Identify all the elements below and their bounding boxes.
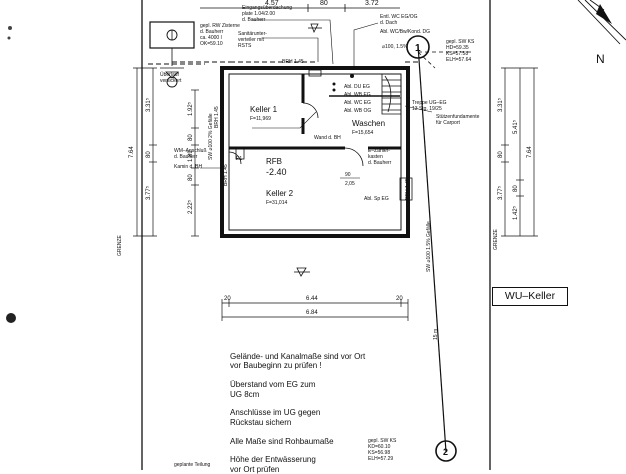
note-line (230, 399, 365, 408)
brh-right: BRH 1.45 (405, 178, 411, 200)
north-label: N (596, 52, 605, 66)
right-dim-seg-2: 80 (498, 151, 504, 158)
inner-dim-4: 80 (188, 174, 194, 181)
foundation-label: Stützenfundamente für Carport (436, 114, 481, 126)
inner-dim-2: 80 (188, 134, 194, 141)
room-keller-1-area: F=11,969 (250, 116, 271, 122)
note-line: Rückstau sichern (230, 417, 292, 427)
inner-dim-5: 2.22⁵ (187, 199, 194, 214)
left-dim-seg-1: 3.31⁵ (145, 97, 152, 112)
inner-dim-1: 1.92⁵ (187, 101, 194, 116)
window-top (308, 69, 322, 77)
bottom-dim-1: 20 (224, 296, 231, 302)
overflow-symbol (166, 76, 178, 88)
bottom-dim-total: 6.84 (306, 310, 318, 316)
kamin-label: Kamin d. BH (174, 164, 202, 170)
left-dim-total: 7.64 (129, 146, 135, 158)
drains-list: Abl. DU EG Abl. WB EG Abl. WC EG Abl. WB… (344, 84, 372, 114)
punch-mark (7, 36, 11, 40)
building-walls (220, 66, 410, 238)
bottom-dim-3: 20 (396, 296, 403, 302)
grenze-right: GRENZE (493, 229, 499, 251)
note-line: Höhe der Entwässerung (230, 455, 316, 465)
note-line: vor Baubeginn zu prüfen ! (230, 361, 322, 371)
note-line: Überstand vom EG zum (230, 380, 316, 390)
door-width: 90 (345, 172, 351, 178)
pipe-right: SW ⌀100 1.5% Gefälle (426, 221, 432, 272)
note-line (230, 427, 365, 436)
grade-note: Eingangsüberdachung plate 1.04/2.00 d. B… (242, 5, 293, 23)
note-line: Alle Maße sind Rohbaumaße (230, 436, 334, 446)
general-notes: Gelände- und Kanalmaße sind vor Ort vor … (230, 352, 365, 474)
distance-15m: 15 m (433, 329, 439, 340)
wu-keller-stamp: WU–Keller (492, 287, 568, 306)
wm-label: WM–Anschluß d. Bauherr (174, 148, 208, 160)
shaft-1 (406, 35, 430, 59)
vent-note: Entl. WC EG/OG d. Dach (380, 14, 419, 26)
parting-label: geplante Teilung (174, 462, 211, 468)
right-dim-total: 7.64 (527, 146, 533, 158)
room-waschen-area: F=15,654 (352, 130, 373, 136)
wand-label: Wand d. BH (314, 135, 341, 141)
pf-label: P1 (236, 156, 242, 162)
room-keller-2: Keller 2 (266, 189, 294, 198)
shaft-2-label: gepl. SW KS KD=60.10 KS=56.98 ELH=57.29 (368, 438, 398, 462)
abl-sp-label: Abl. Sp EG (364, 196, 389, 202)
room-keller-2-area: F=31,014 (266, 200, 287, 206)
room-waschen: Waschen (352, 119, 385, 128)
shaft-1-label: gepl. SW KS HD=59.35 KS=57.58 ELH=57.64 (446, 39, 476, 63)
vent2-note: Abl. WC/Bw/Kond. DG (380, 29, 430, 35)
window-left (235, 148, 245, 160)
door-height: 2,05 (345, 181, 355, 187)
sanitary-note: Sanitärunter- verteiler mit RSTS (238, 31, 268, 49)
punch-mark (8, 26, 12, 30)
right-inner-dim-2: 80 (513, 185, 519, 192)
note-line: vor Ort prüfen (230, 464, 280, 474)
brh-left: BRH 1.45 (223, 164, 229, 186)
room-keller-1: Keller 1 (250, 105, 278, 114)
note-line (230, 371, 365, 380)
door-arc-2 (344, 147, 364, 167)
top-dim-3: 3.72 (365, 0, 379, 7)
inner-dim-3: 1.89 (188, 150, 194, 162)
shaft-ref: ⌀100, 1.5% (382, 44, 408, 50)
rain-tank-label: gepl. RW Zisterne d. Bauherr ca. 4000 l … (200, 23, 241, 47)
meter-label: E–Zähler- kasten d. Bauherr (368, 148, 392, 166)
north-arrow (577, 0, 626, 45)
note-line: UG 8cm (230, 389, 260, 399)
right-dim-seg-3: 3.77⁵ (497, 185, 504, 200)
left-dim-seg-2: 80 (146, 151, 152, 158)
level-value: -2.40 (266, 167, 287, 177)
shaft-2-number: 2 (443, 447, 448, 457)
door-arc-1 (302, 102, 319, 119)
right-inner-dim-1: 5.41⁵ (512, 119, 519, 134)
brh-top: BRH 1.45 (282, 59, 304, 65)
right-dim-seg-1: 3.31⁵ (497, 97, 504, 112)
bottom-dim-2: 6.44 (306, 296, 318, 302)
rfb-label: RFB (266, 157, 282, 166)
shaft-1-number: 1 (415, 43, 421, 54)
top-dim-1: 4.57 (265, 0, 279, 7)
punch-hole (6, 313, 16, 323)
overflow-label: Überlauf versickert (160, 71, 182, 84)
brh-left-upper: BRH 1.45 (214, 106, 220, 128)
right-inner-dim-3: 1.42⁵ (512, 205, 519, 220)
top-dim-2: 80 (320, 0, 328, 7)
left-dim-seg-3: 3.77⁵ (145, 185, 152, 200)
note-line: Gelände- und Kanalmaße sind vor Ort (230, 352, 366, 361)
stair-label: Treppe UG–EG 13 Stg. 19/25 (412, 100, 448, 112)
note-line (230, 446, 365, 455)
grenze-left: GRENZE (117, 235, 123, 257)
pipe-left: SW ⌀100 2% Gefälle (208, 113, 214, 160)
window-right (399, 177, 413, 201)
shaft-2 (435, 440, 457, 462)
staircase (381, 73, 402, 115)
note-line: Anschlüsse im UG gegen (230, 408, 321, 418)
sewer-line (417, 44, 447, 453)
dashed-pipes (148, 61, 418, 65)
